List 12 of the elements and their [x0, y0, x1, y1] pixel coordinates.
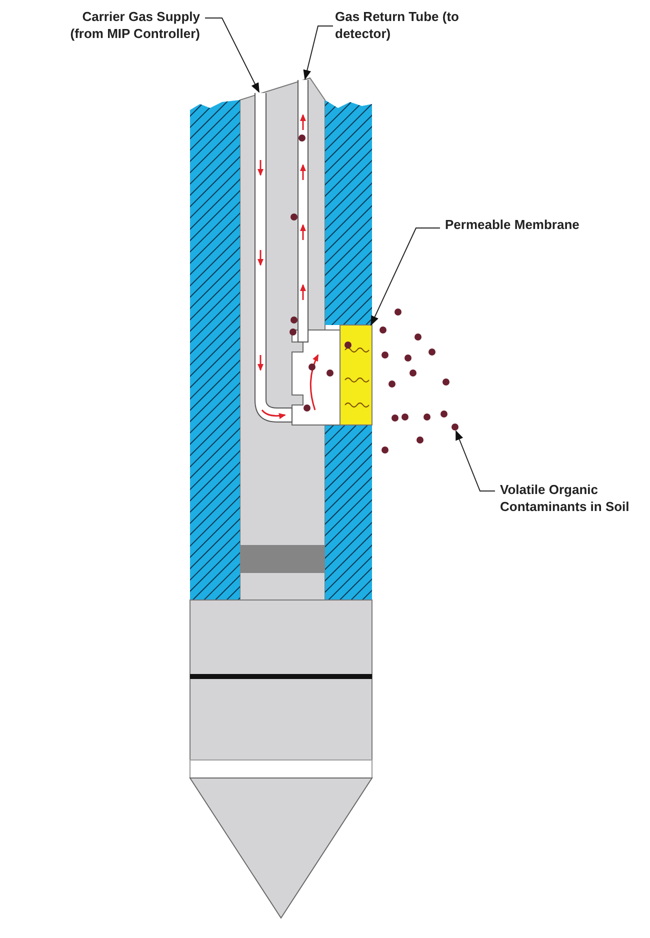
tube — [254, 92, 292, 422]
callout-label: Carrier Gas Supply (from MIP Controller) — [60, 8, 200, 42]
leader-line — [204, 18, 260, 93]
callout-label: Permeable Membrane — [445, 216, 635, 233]
leader-line — [370, 228, 440, 326]
membrane — [340, 324, 372, 426]
leader-line — [456, 430, 496, 492]
leader-line — [303, 26, 334, 80]
contaminant-particle — [452, 424, 458, 430]
callout-label: Volatile Organic Contaminants in Soil — [500, 481, 630, 515]
tube — [298, 80, 308, 342]
callout-label: Gas Return Tube (to detector) — [335, 8, 475, 42]
